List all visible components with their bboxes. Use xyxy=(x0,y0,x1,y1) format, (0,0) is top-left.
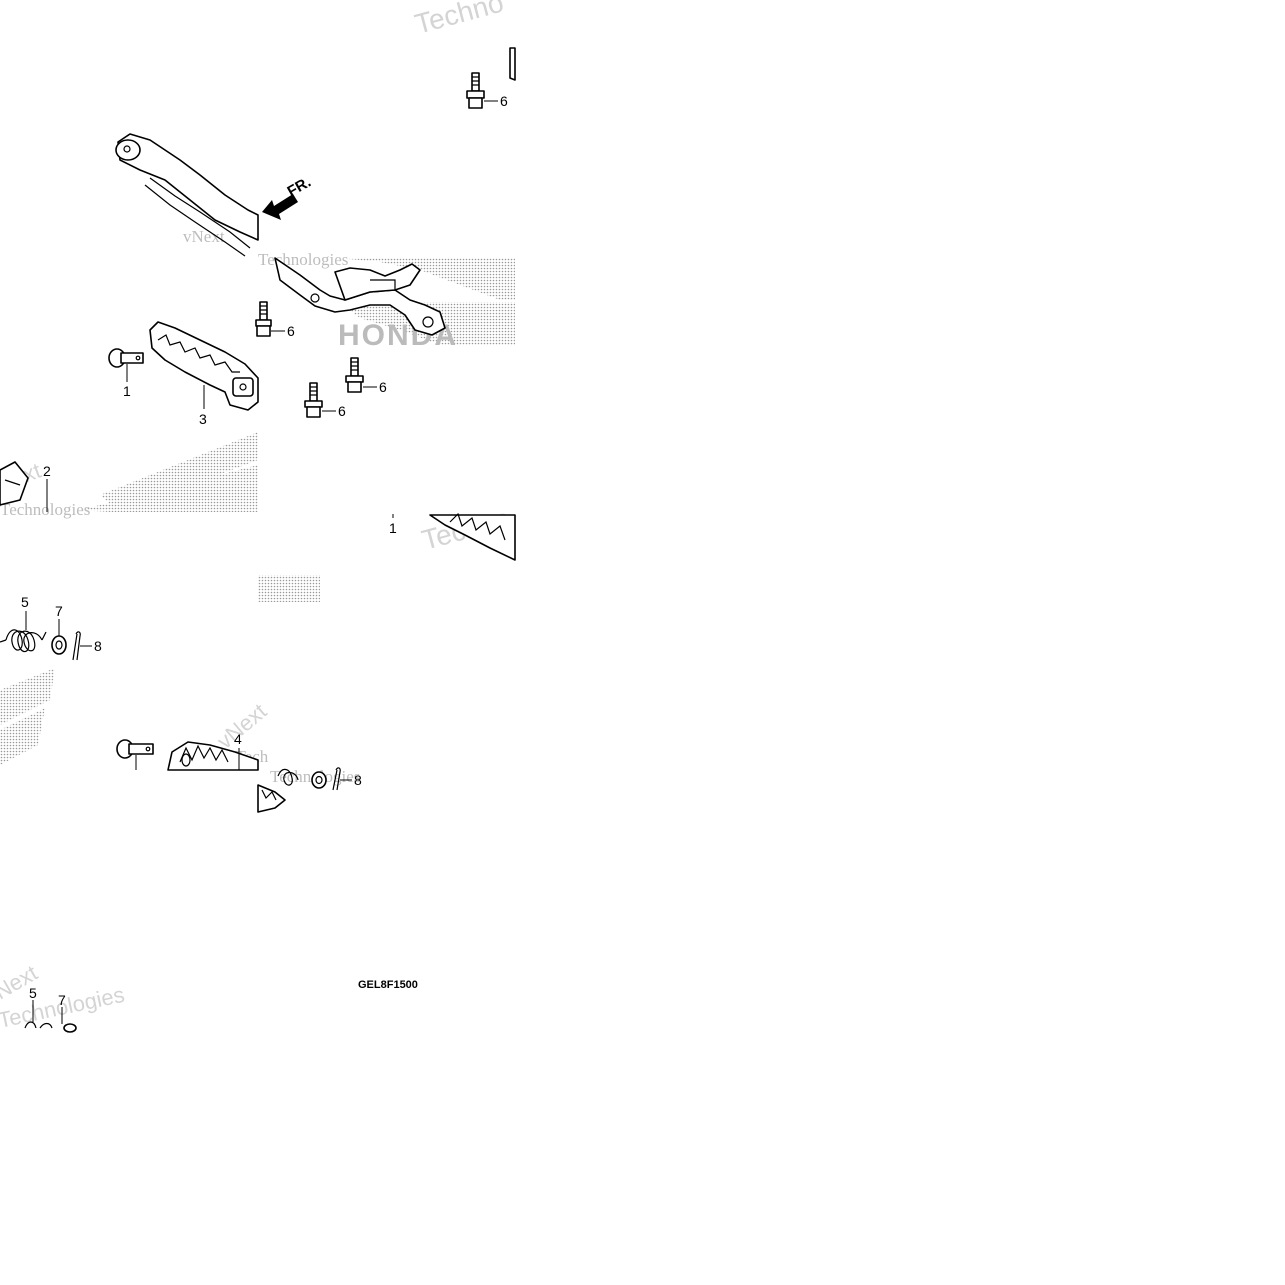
watermark-wing-lower xyxy=(0,668,55,765)
callout-bracket: 2 xyxy=(43,463,51,479)
watermark-technologies-upper: Technologies xyxy=(258,250,348,269)
front-direction-label: FR. xyxy=(285,174,314,201)
washer-lower xyxy=(311,771,327,789)
callout-cotter-lower: 8 xyxy=(354,772,362,788)
bracket-fragment-left xyxy=(0,461,29,506)
cotter-pin-upper xyxy=(72,631,81,661)
pin-upper xyxy=(108,348,144,368)
callout-pin-upper: 1 xyxy=(123,383,131,399)
callout-spring-upper: 5 xyxy=(21,594,29,610)
bolt-a xyxy=(255,301,272,337)
callout-bolt-a: 6 xyxy=(287,323,295,339)
watermark-wing-left xyxy=(80,432,320,602)
watermark-techno-top: Techno xyxy=(412,0,507,40)
watermark-technologies-left: Technologies xyxy=(0,500,90,519)
pin-lower xyxy=(116,739,154,759)
callout-bolt-top: 6 xyxy=(500,93,508,109)
spring-lower xyxy=(277,768,299,786)
washer-upper xyxy=(51,635,67,655)
spring-upper xyxy=(0,629,47,653)
bolt-b xyxy=(345,357,364,393)
bolt-partial-right xyxy=(509,47,516,81)
bolt-c xyxy=(304,382,323,418)
footpeg-right-partial xyxy=(429,512,516,561)
leader-lines xyxy=(25,100,498,1024)
callout-washer-lower: 7 xyxy=(58,992,66,1008)
callouts: 6 6 6 6 1 3 2 1 5 7 8 4 8 5 7 xyxy=(21,93,508,1008)
front-direction-arrow: FR. xyxy=(262,174,314,220)
callout-step-upper: 3 xyxy=(199,411,207,427)
callout-bolt-b: 6 xyxy=(379,379,387,395)
watermark-vnext-upper: vNext xyxy=(183,227,225,246)
step-bracket xyxy=(115,133,446,336)
callout-cotter-upper: 8 xyxy=(94,638,102,654)
callout-bolt-c: 6 xyxy=(338,403,346,419)
callout-spring-lower: 5 xyxy=(29,985,37,1001)
bolt-top xyxy=(466,72,485,109)
footpeg-upper xyxy=(149,321,259,411)
cotter-pin-lower xyxy=(332,767,341,791)
footpeg-lower xyxy=(167,741,286,813)
callout-step-lower: 4 xyxy=(234,731,242,747)
bottom-fragment xyxy=(24,1021,77,1033)
diagram-code: GEL8F1500 xyxy=(358,979,418,991)
callout-washer-upper: 7 xyxy=(55,603,63,619)
callout-pin-right: 1 xyxy=(389,520,397,536)
